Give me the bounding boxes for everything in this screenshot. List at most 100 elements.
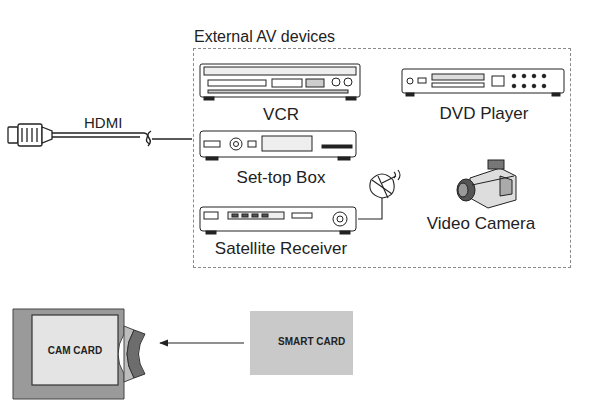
- drawing-part: [204, 97, 214, 100]
- hdmi-plug: [8, 124, 52, 146]
- device: DVD Player: [398, 67, 570, 124]
- drawing-part: [378, 176, 388, 198]
- drawing-part: [340, 231, 350, 234]
- device: Satellite Receiver: [194, 206, 368, 259]
- drawing-part: [358, 198, 382, 219]
- drawing-part: [382, 176, 396, 183]
- drawing-part: [248, 141, 256, 147]
- drawing-part: [242, 214, 248, 217]
- drawing-part: [370, 174, 394, 198]
- satellite-dish: [358, 170, 400, 219]
- drawing-part: [272, 79, 302, 87]
- drawing-part: [127, 330, 145, 378]
- drawing-part: [512, 74, 516, 78]
- drawing-part: [470, 168, 516, 208]
- drawing-part: [152, 138, 192, 139]
- drawing-part: [204, 141, 220, 147]
- drawing-part: [204, 212, 218, 219]
- drawing-part: [232, 214, 238, 217]
- drawing-part: [52, 133, 150, 144]
- drawing-part: [250, 311, 353, 375]
- drawing-part: [532, 74, 536, 78]
- node-label: Satellite Receiver: [194, 239, 368, 259]
- drawing-part: [542, 84, 546, 88]
- device-group: External AV devicesVCRDVD PlayerSet-top …: [193, 48, 571, 268]
- smart-card: SMART CARD: [250, 311, 353, 375]
- drawing-part: [36, 128, 37, 142]
- drawing-part: [206, 231, 216, 234]
- drawing-part: [532, 84, 536, 88]
- drawing-part: [148, 131, 151, 146]
- node-label: Video Camera: [418, 214, 544, 234]
- drawing-part: [488, 160, 504, 169]
- drawing-part: [394, 172, 396, 178]
- drawing-part: [337, 216, 343, 222]
- drawing-part: [208, 90, 348, 93]
- set-top-box-drawing: [200, 131, 356, 160]
- drawing-part: [346, 97, 356, 100]
- drawing-part: [200, 207, 356, 231]
- drawing-part: [42, 127, 52, 143]
- drawing-part: [472, 176, 514, 185]
- video-camera-drawing: [457, 160, 516, 208]
- drawing-part: [13, 309, 124, 399]
- hdmi-cable: [52, 131, 192, 146]
- drawing-part: [338, 157, 350, 160]
- drawing-part: [542, 74, 546, 78]
- drawing-part: [32, 315, 118, 385]
- drawing-part: [31, 128, 32, 142]
- drawing-part: [230, 138, 242, 150]
- satellite-receiver-drawing: [200, 207, 356, 234]
- drawing-part: [200, 131, 356, 157]
- drawing-part: [204, 67, 356, 75]
- drawing-part: [432, 74, 484, 80]
- vcr-drawing: [200, 64, 360, 100]
- drawing-part: [252, 214, 258, 217]
- cable-label: HDMI: [84, 114, 122, 131]
- drawing-part: [522, 84, 526, 88]
- drawing-part: [406, 93, 414, 96]
- drawing-part: [200, 64, 360, 97]
- drawing-part: [418, 78, 426, 83]
- drawing-part: [457, 179, 475, 201]
- drawing-part: [322, 145, 352, 148]
- drawing-part: [8, 127, 18, 143]
- drawing-part: [206, 157, 218, 160]
- drawing-part: [522, 74, 526, 78]
- device: Set-top Box: [198, 130, 364, 188]
- node-label: DVD Player: [398, 104, 570, 124]
- drawing-part: [552, 93, 560, 96]
- drawing-part: [344, 78, 352, 86]
- drawing-part: [306, 79, 324, 87]
- drawing-part: [262, 136, 312, 151]
- drawing-part: [234, 142, 239, 147]
- drawing-part: [398, 170, 400, 180]
- drawing-part: [18, 124, 42, 146]
- drawing-part: [407, 78, 413, 84]
- node-label: SMART CARD: [278, 335, 345, 349]
- node-label: CAM CARD: [32, 315, 118, 385]
- group-title: External AV devices: [194, 28, 335, 46]
- drawing-part: [21, 128, 22, 142]
- node-label: Set-top Box: [198, 168, 364, 188]
- drawing-part: [208, 80, 266, 86]
- drawing-part: [458, 183, 468, 197]
- drawing-part: [292, 213, 312, 218]
- drawing-part: [492, 76, 504, 86]
- cam-card: CAM CARD: [12, 308, 146, 400]
- drawing-part: [512, 84, 516, 88]
- device: Video Camera: [418, 159, 544, 234]
- device: VCR: [198, 63, 364, 125]
- drawing-part: [332, 78, 340, 86]
- dvd-drawing: [402, 69, 564, 96]
- drawing-part: [228, 212, 284, 219]
- drawing-part: [432, 83, 484, 87]
- drawing-part: [262, 214, 268, 217]
- drawing-part: [26, 128, 27, 142]
- drawing-part: [52, 136, 140, 137]
- drawing-part: [372, 180, 392, 194]
- arrow-connector: [160, 342, 244, 343]
- node-label: VCR: [198, 105, 364, 125]
